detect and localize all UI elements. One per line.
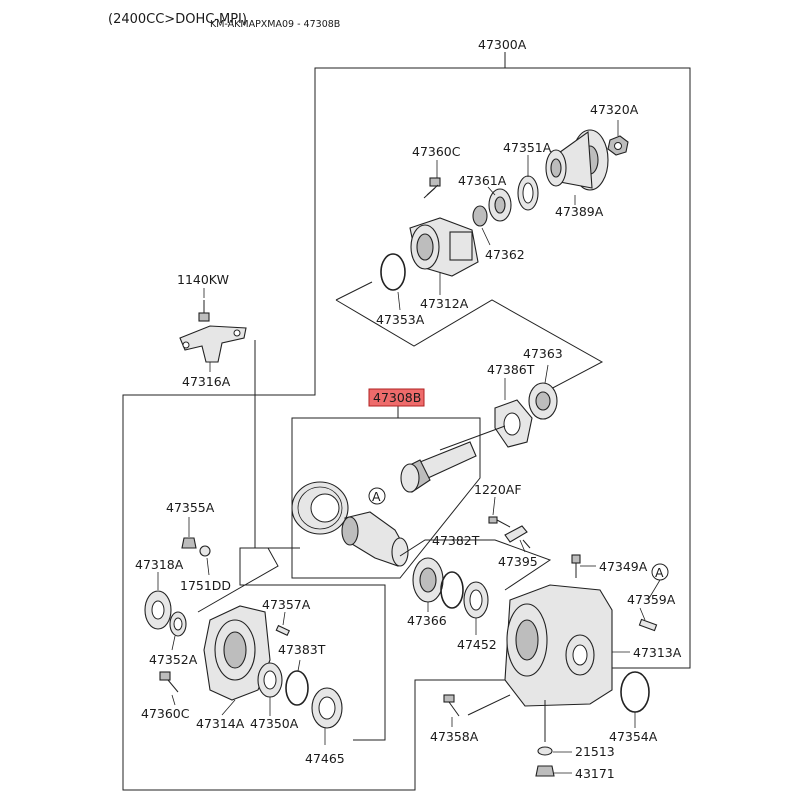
part-label-47465[interactable]: 47465: [305, 751, 345, 766]
spacer-icon-47362: [472, 205, 488, 227]
part-label-47360c-bottom[interactable]: 47360C: [141, 706, 190, 721]
part-label-47349a[interactable]: 47349A: [599, 559, 648, 574]
washer-icon-1751dd: [199, 545, 211, 557]
bolt-icon-47360c-bottom: [159, 671, 179, 693]
part-label-47350a[interactable]: 47350A: [250, 716, 299, 731]
part-label-47351a[interactable]: 47351A: [503, 140, 552, 155]
part-label-47320a[interactable]: 47320A: [590, 102, 639, 117]
bearing-icon-47352a: [169, 611, 187, 637]
o-ring-icon-47383t: [285, 670, 309, 706]
breather-icon-47395: [504, 525, 528, 543]
part-label-1140kw[interactable]: 1140KW: [177, 272, 229, 287]
bracket-icon-47316a: [179, 325, 247, 363]
bearing-icon-47363: [528, 382, 558, 420]
assembly-outline-47308b: [291, 417, 481, 579]
part-label-21513[interactable]: 21513: [575, 744, 615, 759]
ring-gear-icon: [291, 481, 349, 535]
highlighted-part-box: [368, 388, 425, 407]
engine-spec-title: (2400CC>DOHC-MPI): [108, 12, 247, 27]
washer-icon-21513: [537, 746, 553, 756]
part-label-47360c[interactable]: 47360C: [412, 144, 461, 159]
part-label-1751dd[interactable]: 1751DD: [180, 578, 231, 593]
part-label-47357a[interactable]: 47357A: [262, 597, 311, 612]
transfer-case-icon-47313a: [504, 584, 613, 707]
part-label-47313a[interactable]: 47313A: [633, 645, 682, 660]
part-labels: 47320A 47360C 47351A 47361A 47389A 47362…: [135, 102, 682, 781]
dowel-pin-icon-47359a: [638, 618, 658, 632]
bolt-icon-47360c-top: [423, 177, 441, 199]
part-label-47312a[interactable]: 47312A: [420, 296, 469, 311]
housing-icon-47312a: [409, 217, 479, 295]
dowel-pin-icon-47357a: [275, 624, 291, 636]
plug-icon-47349a: [571, 554, 581, 578]
part-label-47359a[interactable]: 47359A: [627, 592, 676, 607]
pinion-gear-icon: [400, 425, 506, 493]
part-label-47389a[interactable]: 47389A: [555, 204, 604, 219]
part-label-47352a[interactable]: 47352A: [149, 652, 198, 667]
part-label-47366[interactable]: 47366: [407, 613, 447, 628]
seal-icon-47465: [311, 687, 343, 729]
part-label-47353a[interactable]: 47353A: [376, 312, 425, 327]
part-label-47362[interactable]: 47362: [485, 247, 525, 262]
part-label-47383t[interactable]: 47383T: [278, 642, 326, 657]
part-label-47395[interactable]: 47395: [498, 554, 538, 569]
part-label-1220af[interactable]: 1220AF: [474, 482, 522, 497]
callout-marker-a-left: [368, 487, 386, 505]
bolt-icon-1220af: [488, 516, 511, 528]
part-label-47354a[interactable]: 47354A: [609, 729, 658, 744]
part-label-47452[interactable]: 47452: [457, 637, 497, 652]
part-label-47382t[interactable]: 47382T: [432, 533, 480, 548]
part-label-47300a[interactable]: 47300A: [478, 37, 527, 52]
assembly-outline-47300a: [505, 67, 691, 669]
part-label-47316a[interactable]: 47316A: [182, 374, 231, 389]
part-label-47318a[interactable]: 47318A: [135, 557, 184, 572]
part-label-47358a[interactable]: 47358A: [430, 729, 479, 744]
part-label-47355a[interactable]: 47355A: [166, 500, 215, 515]
part-label-47314a[interactable]: 47314A: [196, 716, 245, 731]
drain-plug-icon-43171: [535, 765, 555, 777]
part-label-47361a[interactable]: 47361A: [458, 173, 507, 188]
bolt-icon-47358a: [443, 694, 460, 717]
callout-marker-a-left-text: A: [372, 489, 381, 504]
front-case-icon-47314a: [203, 605, 271, 701]
part-label-47386t[interactable]: 47386T: [487, 362, 535, 377]
group-outline-47314a: [197, 547, 386, 741]
assembly-outline-47300a-lower: [122, 67, 545, 791]
seal-icon-47452: [463, 581, 489, 619]
part-label-43171[interactable]: 43171: [575, 766, 615, 781]
bearing-icon-47366: [412, 557, 444, 603]
part-label-47308b[interactable]: 47308B: [373, 390, 421, 405]
shim-icon-47386t: [494, 399, 533, 448]
gear-shaft-icon: [341, 511, 409, 567]
o-ring-icon-47353a: [380, 253, 406, 291]
bolt-icon-1140kw: [198, 300, 210, 322]
diagram-reference-code: KM-AKMAPXMA09 - 47308B: [210, 19, 340, 30]
seal-icon-47350a: [257, 662, 283, 698]
callout-marker-a-right-text: A: [655, 565, 664, 580]
part-label-47363[interactable]: 47363: [523, 346, 563, 361]
plug-icon-47355a: [181, 537, 197, 549]
o-ring-icon-47382t: [440, 571, 464, 609]
seal-icon-47318a: [144, 590, 172, 630]
o-ring-icon-47354a: [620, 671, 650, 713]
